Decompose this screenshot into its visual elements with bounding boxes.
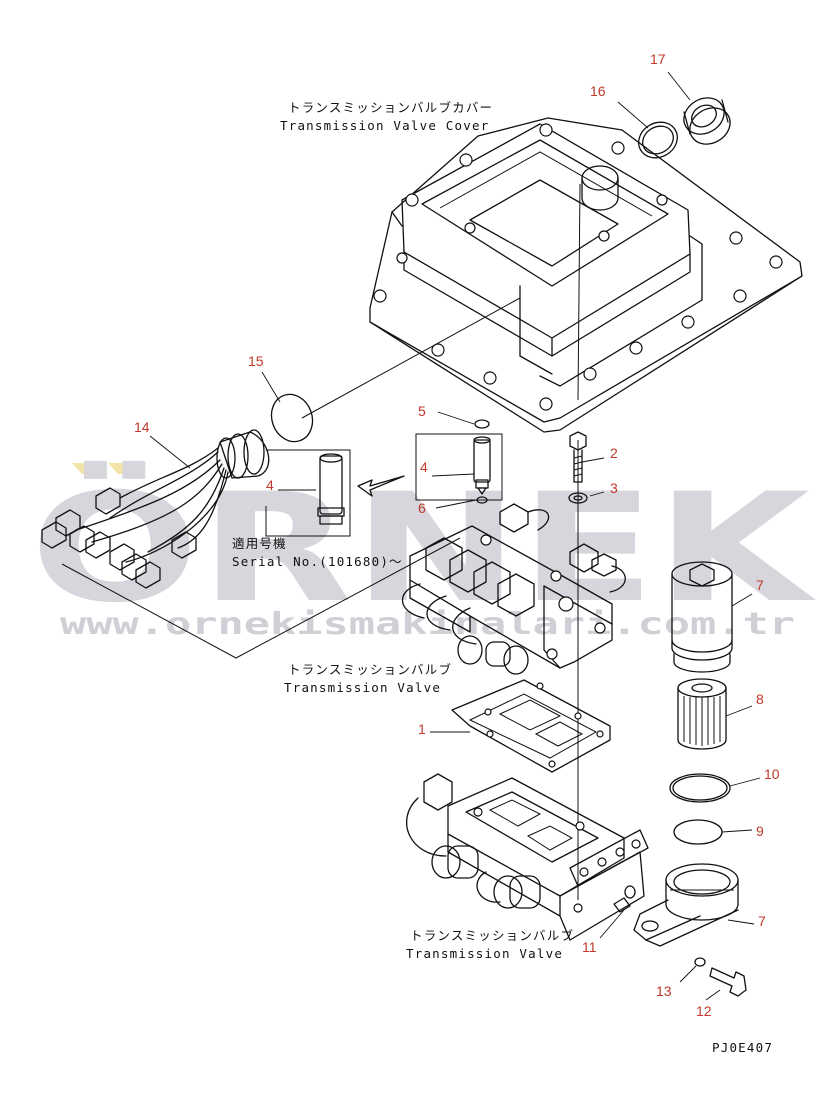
seal-9 [673,819,723,845]
valve-upper-label-jp: トランスミッションバルブ [288,662,452,677]
callout-7-lower: 7 [758,913,766,929]
serial-label-en: Serial No.(101680)〜 [232,554,403,569]
callout-15: 15 [248,353,264,369]
callout-13: 13 [656,983,672,999]
transmission-valve-lower [406,773,649,941]
callouts: 1 2 3 4 4 5 6 7 7 8 9 10 11 12 13 14 15 … [134,51,780,1019]
callout-1: 1 [418,721,426,737]
callout-16: 16 [590,83,606,99]
callout-4-serial: 4 [266,477,274,493]
callout-7-upper: 7 [756,577,764,593]
bolt-12 [709,967,747,997]
pin-4-box [415,433,503,501]
washer-3 [568,492,588,504]
valve-cover-label-jp: トランスミッションバルブカバー [288,100,493,115]
callout-5: 5 [418,403,426,419]
callout-8: 8 [756,691,764,707]
callout-11: 11 [582,939,597,955]
transmission-valve-upper [401,503,626,675]
labels: トランスミッションバルブカバー Transmission Valve Cover… [232,100,773,1055]
leader-lines [149,71,761,1001]
callout-10: 10 [764,766,780,782]
filter-element-8 [677,678,727,750]
o-ring-10 [669,773,731,803]
valve-cover [369,117,803,433]
watermark: ÖRNEK www.ornekismakinalari.com.tr [30,460,816,642]
valve-lower-label-en: Transmission Valve [406,946,563,961]
washer-11 [613,885,636,913]
o-ring-6 [476,496,488,504]
pin-4-serial-box [265,449,405,537]
washer-13 [694,957,706,967]
callout-3: 3 [610,480,618,496]
valve-upper-label-en: Transmission Valve [284,680,441,695]
valve-cover-label-en: Transmission Valve Cover [280,118,489,133]
bolt-2 [569,431,587,483]
valve-lower-label-jp: トランスミッションバルブ [410,928,574,943]
o-ring-5 [474,419,490,429]
o-ring-16 [638,121,678,159]
callout-17: 17 [650,51,666,67]
callout-2: 2 [610,445,618,461]
plug-15 [270,393,314,443]
callout-6: 6 [418,500,426,516]
gasket-1 [451,679,611,773]
figure-code: PJ0E407 [712,1040,773,1055]
nut-17 [683,97,731,145]
filter-case-7-upper [671,561,733,673]
wiring-harness-14 [41,429,461,659]
callout-4: 4 [420,459,428,475]
callout-12: 12 [696,1003,712,1019]
watermark-accent [72,463,108,474]
watermark-accent [108,463,144,474]
filter-case-7-lower [633,863,739,947]
callout-9: 9 [756,823,764,839]
serial-label-jp: 適用号機 [232,536,287,551]
callout-14: 14 [134,419,150,435]
